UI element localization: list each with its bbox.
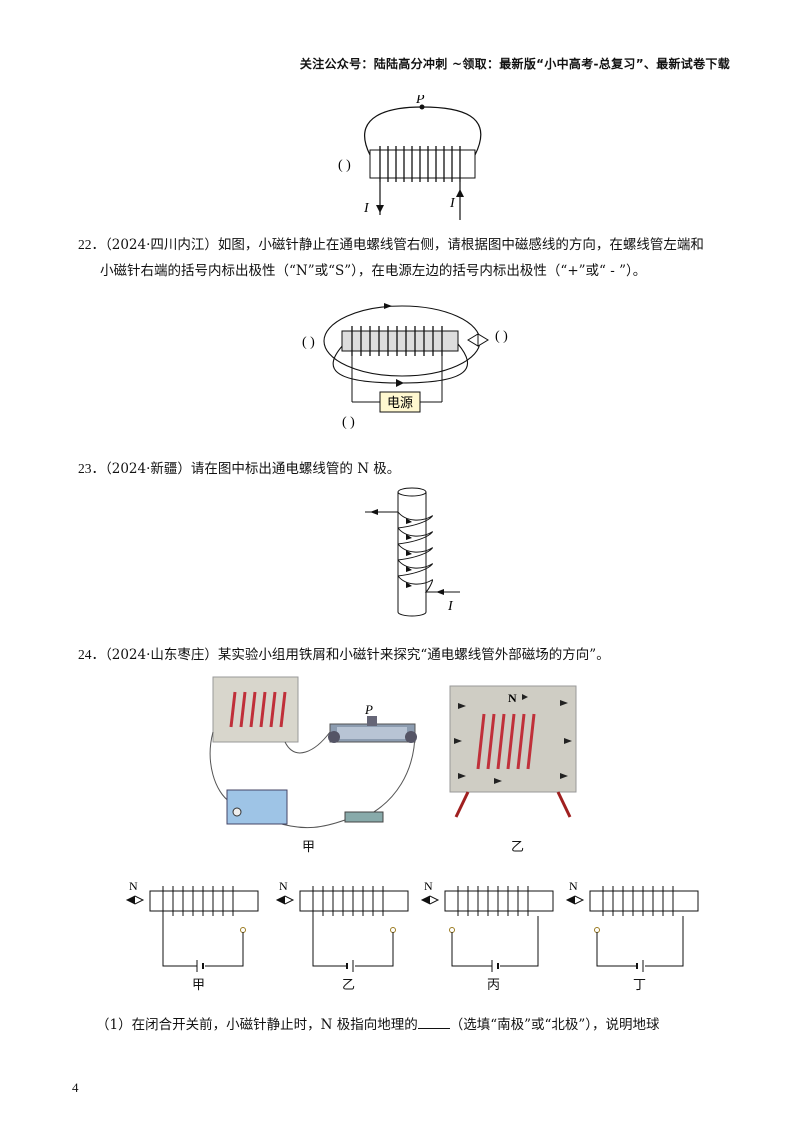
sub1-text-after: （选填“南极”或“北极”），说明地球 <box>449 1017 660 1033</box>
diagram-yi: N <box>275 879 409 972</box>
diagram-label-bing: 丙 <box>487 978 501 993</box>
question-number: 23． <box>78 461 105 476</box>
page-number: 4 <box>72 1080 79 1095</box>
question-text-line2: 小磁针右端的括号内标出极性（“N”或“S”），在电源左边的括号内标出极性（“+”… <box>100 263 647 279</box>
page-header: 关注公众号：陆陆高分冲刺 ~领取：最新版“小中高考-总复习”、最新试卷下载 <box>299 57 730 71</box>
photo-label-jia: 甲 <box>302 840 316 855</box>
question-24: 24．（2024·山东枣庄）某实验小组用铁屑和小磁针来探究“通电螺线管外部磁场的… <box>78 642 728 668</box>
question-text: （2024·新疆）请在图中标出通电螺线管的 N 极。 <box>105 461 401 477</box>
sub1-text-before: （1）在闭合开关前，小磁针静止时，N 极指向地理的 <box>96 1017 418 1033</box>
diagram-jia: N <box>125 879 259 972</box>
bracket-left: ( ) <box>302 335 315 350</box>
question-24-part1: （1）在闭合开关前，小磁针静止时，N 极指向地理的 （选填“南极”或“北极”），说… <box>96 1013 736 1033</box>
n-label: N <box>129 879 138 893</box>
q22-solenoid-figure: ( ) ( ) 电源 ( ) <box>302 303 508 430</box>
label-p: P <box>364 702 373 717</box>
diagram-ding: N <box>565 879 699 972</box>
question-22: 22．（2024·四川内江）如图，小磁针静止在通电螺线管右侧，请根据图中磁感线的… <box>78 232 728 284</box>
q23-solenoid-figure: I <box>365 487 460 617</box>
bracket-bottom: ( ) <box>342 415 355 430</box>
label-n: N <box>508 691 517 705</box>
diagram-bing: N <box>420 879 554 972</box>
question-text: （2024·山东枣庄）某实验小组用铁屑和小磁针来探究“通电螺线管外部磁场的方向”… <box>105 647 610 663</box>
diagram-label-jia: 甲 <box>192 978 206 993</box>
question-number: 22． <box>78 237 105 252</box>
n-label: N <box>569 879 578 893</box>
bracket-right: ( ) <box>495 329 508 344</box>
bracket-left: ( ) <box>338 158 351 173</box>
label-i-left: I <box>363 201 370 216</box>
experiment-photo-yi: N <box>449 685 577 818</box>
question-number: 24． <box>78 647 105 662</box>
diagram-label-yi: 乙 <box>342 978 356 993</box>
n-label: N <box>424 879 433 893</box>
answer-blank[interactable] <box>417 1015 450 1029</box>
photo-label-yi: 乙 <box>511 840 525 855</box>
label-p: P <box>415 95 425 107</box>
question-23: 23．（2024·新疆）请在图中标出通电螺线管的 N 极。 <box>78 456 728 482</box>
q21-solenoid-figure: P ( ) I I <box>338 95 482 220</box>
label-i: I <box>447 599 454 614</box>
n-label: N <box>279 879 288 893</box>
question-text-line1: （2024·四川内江）如图，小磁针静止在通电螺线管右侧，请根据图中磁感线的方向，… <box>105 237 704 253</box>
circuit-diagram-row: N N N N <box>125 879 699 972</box>
experiment-photo-jia: P <box>209 676 417 829</box>
diagram-label-ding: 丁 <box>633 978 647 993</box>
label-i-right: I <box>449 196 456 211</box>
power-label: 电源 <box>387 395 413 410</box>
